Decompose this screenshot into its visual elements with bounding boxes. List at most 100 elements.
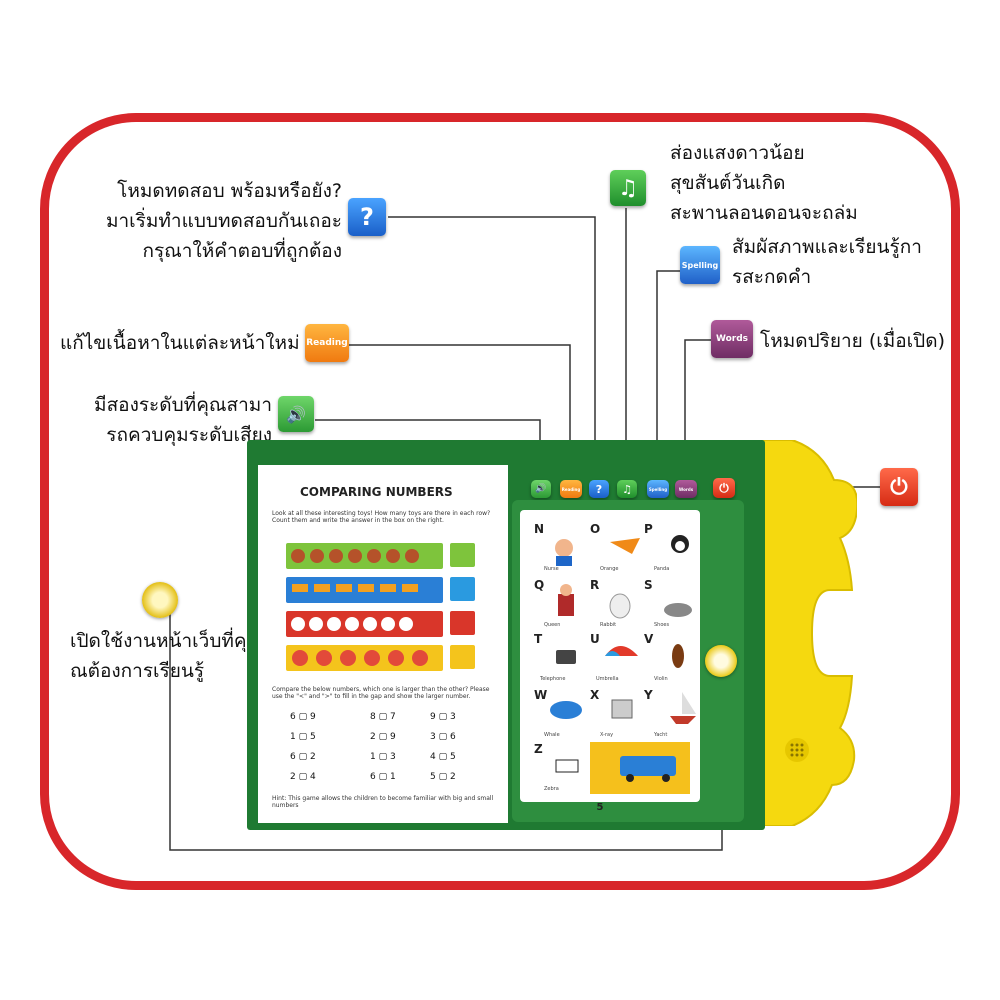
comparison-1-2: 8 ▢ 7 [370, 712, 396, 722]
word-violin: Violin [654, 676, 668, 682]
comparison-2-2: 2 ▢ 9 [370, 732, 396, 742]
spelling-mode-icon[interactable]: Spelling [680, 246, 720, 284]
comparison-2-3: 3 ▢ 6 [430, 732, 456, 742]
callout-quiz-line-1: โหมดทดสอบ พร้อมหรือยัง? [117, 180, 342, 202]
comparison-3-3: 4 ▢ 5 [430, 752, 456, 762]
book-page-title: COMPARING NUMBERS [300, 485, 453, 499]
book-music-icon[interactable]: ♫ [617, 480, 637, 498]
power-button-icon[interactable]: ⏻ [880, 468, 918, 506]
words-mode-icon[interactable]: Words [711, 320, 753, 358]
word-panda: Panda [654, 566, 670, 572]
word-rabbit: Rabbit [600, 622, 617, 628]
answer-box-3[interactable] [450, 611, 475, 635]
alphabet-cell-s: S Shoes [644, 578, 688, 628]
comparison-4-3: 5 ▢ 2 [430, 772, 456, 782]
callout-quiz: โหมดทดสอบ พร้อมหรือยัง? มาเริ่มทำแบบทดสอ… [60, 176, 342, 266]
word-whale: Whale [544, 732, 560, 738]
word-nurse: Nurse [544, 566, 559, 572]
page-sensor-button-icon[interactable] [142, 582, 178, 618]
callout-spelling-line-1: สัมผัสภาพและเรียนรู้กา [732, 236, 922, 258]
letter-n: N [534, 522, 545, 536]
callout-spelling-line-2: รสะกดคำ [732, 266, 812, 288]
callout-reading: แก้ไขเนื้อหาในแต่ละหน้าใหม่ [60, 328, 300, 358]
callout-quiz-line-2: มาเริ่มทำแบบทดสอบกันเถอะ [105, 210, 342, 232]
reading-mode-icon[interactable]: Reading [305, 324, 349, 362]
callout-quiz-line-3: กรุณาให้คำตอบที่ถูกต้อง [142, 240, 342, 262]
alphabet-cell-w: W Whale [534, 688, 578, 738]
callout-words: โหมดปริยาย (เมื่อเปิด) [760, 326, 945, 356]
callout-spelling: สัมผัสภาพและเรียนรู้กา รสะกดคำ [732, 232, 922, 292]
book-left-page [258, 465, 508, 823]
book-words-icon[interactable]: Words [675, 480, 697, 498]
question-mode-icon[interactable]: ? [348, 198, 386, 236]
callout-music-line-2: สุขสันต์วันเกิด [670, 172, 786, 194]
callout-page-line-2: ณต้องการเรียนรู้ [70, 660, 205, 682]
answer-box-4[interactable] [450, 645, 475, 669]
book-volume-icon[interactable]: 🔊 [531, 480, 551, 498]
comparison-3-2: 1 ▢ 3 [370, 752, 396, 762]
alphabet-cell-v: V Violin [644, 632, 688, 682]
callout-reading-line-1: แก้ไขเนื้อหาในแต่ละหน้าใหม่ [60, 332, 300, 354]
alphabet-cell-p: P Panda [644, 522, 688, 572]
book-instructions: Look at all these interesting toys! How … [272, 510, 491, 524]
word-shoes: Shoes [654, 622, 670, 628]
letter-o: O [590, 522, 601, 536]
book-page-sensor-icon[interactable] [705, 645, 737, 677]
alphabet-cell-n: N Nurse [534, 522, 578, 572]
callout-page-line-1: เปิดใช้งานหน้าเว็บที่คุ [70, 630, 247, 652]
alphabet-cell-r: R Rabbit [590, 578, 634, 628]
callout-music: ส่องแสงดาวน้อย สุขสันต์วันเกิด สะพานลอนด… [670, 138, 858, 228]
book-question-icon[interactable]: ? [589, 480, 609, 498]
letter-u: U [590, 632, 600, 646]
callout-page: เปิดใช้งานหน้าเว็บที่คุ ณต้องการเรียนรู้ [70, 626, 247, 686]
word-x-ray: X-ray [600, 732, 614, 738]
letter-z: Z [534, 742, 543, 756]
toy-pictures [291, 549, 428, 666]
page-number: 5 [596, 802, 604, 813]
letter-x: X [590, 688, 600, 702]
letter-p: P [644, 522, 653, 536]
alphabet-cell-o: O Orange [590, 522, 634, 572]
music-note-icon[interactable]: ♫ [610, 170, 646, 206]
word-queen: Queen [544, 622, 561, 628]
letter-s: S [644, 578, 653, 592]
book-power-icon[interactable]: ⏻ [713, 478, 735, 498]
alphabet-cell-y: Y Yacht [644, 688, 688, 738]
book-spelling-icon[interactable]: Spelling [647, 480, 669, 498]
word-orange: Orange [600, 566, 619, 572]
word-telephone: Telephone [540, 676, 566, 682]
callout-music-line-3: สะพานลอนดอนจะถล่ม [670, 202, 858, 224]
alphabet-cell-q: Q Queen [534, 578, 578, 628]
comparison-3-1: 6 ▢ 2 [290, 752, 316, 762]
yellow-bear-handle [762, 440, 857, 826]
book-reading-icon[interactable]: Reading [560, 480, 582, 498]
alphabet-pictures [550, 535, 696, 794]
comparison-2-1: 1 ▢ 5 [290, 732, 316, 742]
callout-words-line-1: โหมดปริยาย (เมื่อเปิด) [760, 330, 945, 352]
book-hint: Hint: This game allows the children to b… [272, 795, 494, 809]
letter-r: R [590, 578, 600, 592]
answer-box-2[interactable] [450, 577, 475, 601]
callout-volume-line-2: รถควบคุมระดับเสียง [106, 424, 272, 446]
callout-volume-line-1: มีสองระดับที่คุณสามา [94, 394, 272, 416]
letter-t: T [534, 632, 543, 646]
callout-music-line-1: ส่องแสงดาวน้อย [670, 142, 805, 164]
word-umbrella: Umbrella [596, 676, 619, 682]
compare-instructions: Compare the below numbers, which one is … [272, 686, 490, 700]
alphabet-cell-t: T Telephone [534, 632, 578, 682]
comparison-1-1: 6 ▢ 9 [290, 712, 316, 722]
letter-w: W [534, 688, 548, 702]
callout-volume: มีสองระดับที่คุณสามา รถควบคุมระดับเสียง [60, 390, 272, 450]
letter-v: V [644, 632, 654, 646]
alphabet-cell-x: X X-ray [590, 688, 634, 738]
comparison-4-1: 2 ▢ 4 [290, 772, 316, 782]
volume-icon[interactable]: 🔊 [278, 396, 314, 432]
answer-box-1[interactable] [450, 543, 475, 567]
comparison-4-2: 6 ▢ 1 [370, 772, 396, 782]
alphabet-cell-u: U Umbrella [590, 632, 634, 682]
letter-q: Q [534, 578, 545, 592]
letter-y: Y [644, 688, 653, 702]
word-zebra: Zebra [544, 786, 559, 792]
alphabet-cell-z: Z Zebra [534, 742, 578, 792]
word-yacht: Yacht [654, 732, 668, 738]
